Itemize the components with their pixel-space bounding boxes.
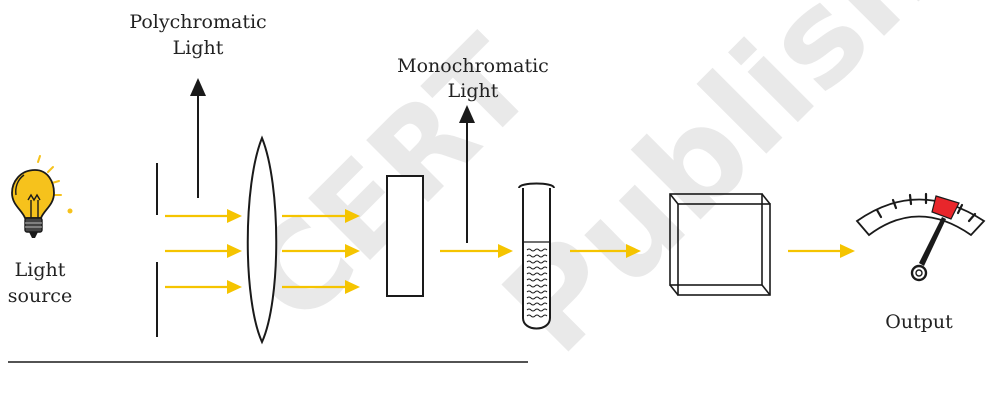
liquid-wave-8	[526, 290, 548, 294]
light-beams	[165, 209, 855, 294]
beam-arrowhead-2	[227, 244, 242, 258]
liquid-wave-7	[526, 284, 548, 288]
glass-cube-icon	[669, 193, 771, 296]
light-source-label-line1: Light	[15, 259, 66, 281]
monochromatic-label-line1: Monochromatic	[397, 55, 549, 77]
liquid-wave-12	[526, 314, 548, 318]
beam-arrowhead-9	[840, 244, 855, 258]
liquid-wave-1	[526, 248, 548, 252]
beam-arrowhead-7	[498, 244, 513, 258]
beam-arrowhead-5	[345, 244, 360, 258]
beam-arrowhead-3	[227, 280, 242, 294]
liquid-wave-11	[526, 308, 548, 312]
output-label: Output	[885, 311, 953, 333]
light-bulb-icon	[11, 155, 73, 238]
light-source-label-line2: source	[8, 285, 72, 307]
rectangular-prism-icon	[386, 175, 424, 297]
convex-lens-icon	[246, 135, 278, 345]
sample-solution	[526, 248, 548, 318]
liquid-wave-9	[526, 296, 548, 300]
beam-arrowhead-6	[345, 280, 360, 294]
watermark: CERT Published	[222, 0, 998, 382]
liquid-wave-4	[526, 266, 548, 270]
beam-arrowhead-1	[227, 209, 242, 223]
monochromatic-label-line2: Light	[448, 80, 499, 102]
liquid-wave-2	[526, 254, 548, 258]
test-tube-icon	[518, 182, 555, 330]
polychromatic-label-line2: Light	[173, 37, 224, 59]
polychromatic-label-line1: Polychromatic	[129, 11, 266, 33]
meter-gauge-icon	[855, 192, 986, 282]
liquid-wave-3	[526, 260, 548, 264]
liquid-wave-10	[526, 302, 548, 306]
liquid-wave-5	[526, 272, 548, 276]
beam-arrowhead-4	[345, 209, 360, 223]
beam-arrowhead-8	[626, 244, 641, 258]
liquid-wave-6	[526, 278, 548, 282]
